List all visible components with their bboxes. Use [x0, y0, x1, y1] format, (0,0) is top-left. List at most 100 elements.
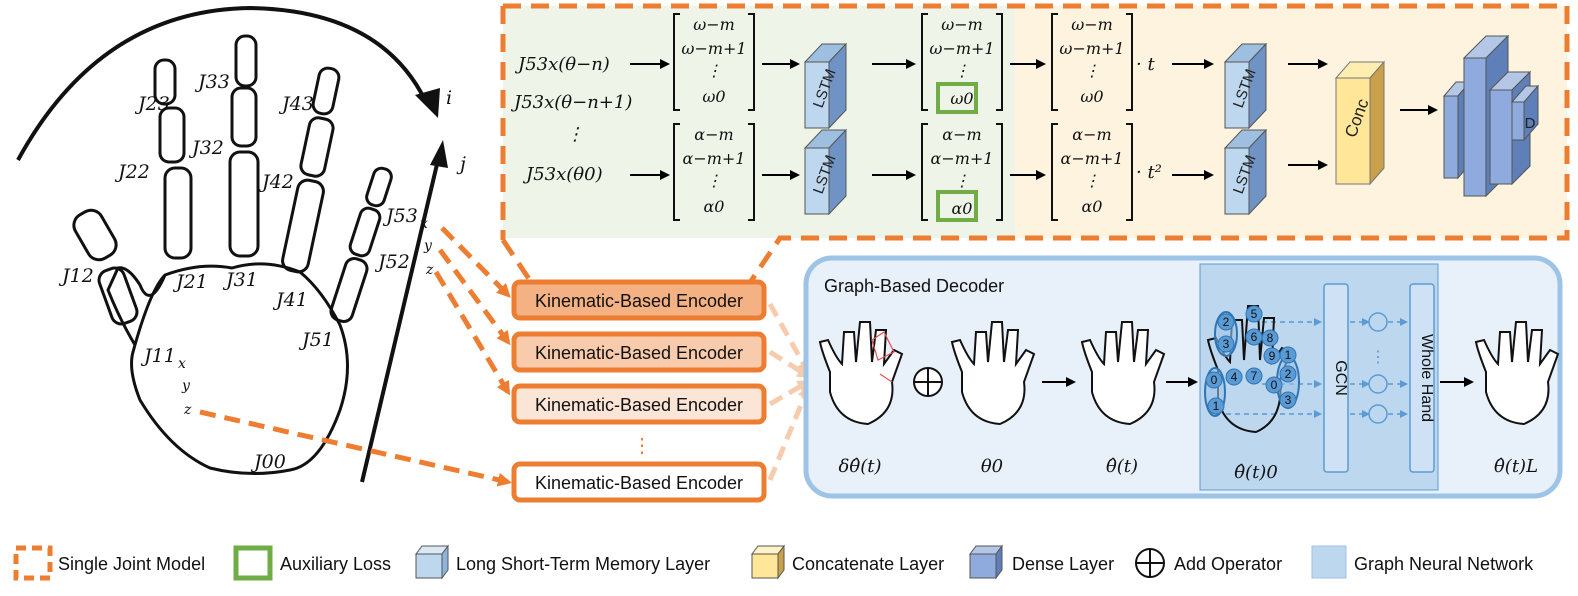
joint-label-j43: J43: [278, 93, 314, 115]
temporal-panel-bg: [503, 6, 1015, 238]
joint-label-j42: J42: [258, 171, 294, 193]
encoder-3-label: Kinematic-Based Encoder: [535, 395, 743, 415]
node-label-0: 2: [1223, 315, 1230, 329]
joint-label-j22: J22: [114, 161, 150, 183]
axis-label-y-j11: y: [181, 378, 191, 394]
joint-label-j41: J41: [272, 289, 308, 311]
alpha-3-entry-2: ⋮: [1084, 171, 1100, 190]
legend-icon-dense: [969, 544, 1003, 580]
legend-icon-lstm: [415, 544, 449, 580]
legend-icon-concatenate: [751, 544, 785, 580]
omega-2-entry-2: ⋮: [954, 61, 970, 80]
legend-label-single-joint-model: Single Joint Model: [58, 554, 205, 574]
hand-delta: [818, 321, 904, 426]
decoder-hands: [818, 305, 1560, 434]
alpha-3-entry-1: α−m+1: [1061, 149, 1124, 168]
legend-label-lstm: Long Short-Term Memory Layer: [456, 554, 710, 574]
joint-label-j23: J23: [134, 93, 170, 115]
legend-icon-single-joint-model: [13, 545, 53, 581]
concatenate-cube: Conc: [1334, 60, 1386, 186]
omega-1-entry-1: ω−m+1: [681, 39, 746, 58]
axis-label-y-j53: y: [423, 238, 433, 254]
single-joint-model-panel: [500, 3, 1570, 292]
add-operator: [913, 367, 943, 397]
omega-1-entry-2: ⋮: [706, 61, 722, 80]
dense-label: D: [1525, 115, 1536, 132]
omega-3-entry-3: ω0: [1080, 87, 1103, 106]
legend-label-add-operator: Add Operator: [1174, 554, 1282, 574]
node-label-7: 6: [1251, 330, 1258, 344]
omega-2-entry-1: ω−m+1: [929, 39, 994, 58]
input-second: J53x(θ−n+1): [510, 92, 632, 113]
omega-2-entry-3: ω0: [950, 89, 973, 108]
gcn-block: [1323, 283, 1349, 473]
node-label-10: 1: [1285, 348, 1292, 362]
gnn-nodes: [1368, 312, 1388, 424]
joint-label-j11: J11: [140, 345, 176, 367]
lstm-cube-1: LSTM: [803, 42, 848, 130]
gcn-label: GCN: [1332, 360, 1349, 396]
alpha-3-entry-0: α−m: [1072, 125, 1111, 144]
decoder-captions: δθ̂(t) θ0 θ̂(t) θ̂(t)0 θ̂(t)L: [839, 456, 1539, 483]
joint-label-j32: J32: [188, 137, 224, 159]
hand-theta0: [950, 321, 1036, 426]
encoder-dots: ⋮: [632, 435, 652, 457]
encoder-4-label: Kinematic-Based Encoder: [535, 473, 743, 493]
node-label-4: 4: [1231, 370, 1238, 384]
axis-label-j: j: [456, 153, 466, 175]
hand-sketch: [16, 5, 448, 483]
legend-icon-auxiliary-loss: [233, 545, 273, 581]
hand-theta-hat: [1080, 321, 1166, 426]
axis-label-x-j53: x: [420, 216, 428, 232]
legend: Single Joint Model Auxiliary Loss Long S…: [13, 544, 1534, 581]
vector-brackets: [673, 13, 1133, 221]
time-multipliers: · t · t²: [1136, 54, 1162, 183]
node-label-8: 8: [1267, 331, 1274, 345]
omega-1-entry-0: ω−m: [693, 15, 735, 34]
graph-joint-nodes: 2 3 0 1 4 7 5 6 8 9 1 0 2 3: [1204, 305, 1300, 417]
alpha-2-entry-2: ⋮: [954, 171, 970, 190]
alpha-2-entry-3: α0: [952, 199, 973, 218]
vector-entries: ω−m ω−m+1 ⋮ ω0 α−m α−m+1 ⋮ α0 ω−m ω−m+1 …: [681, 15, 1124, 218]
axis-label-x-j11: x: [178, 356, 186, 372]
caption-theta-hat-L: θ̂(t)L: [1494, 456, 1538, 477]
node-label-5: 7: [1251, 369, 1258, 383]
omega-3-entry-0: ω−m: [1071, 15, 1113, 34]
axis-label-z-j53: z: [425, 262, 434, 278]
omega-1-entry-3: ω0: [702, 87, 725, 106]
node-label-9: 9: [1269, 349, 1276, 363]
hand-joint-labels: J23 J33 J43 J22 J32 J42 J12 J21 J31 J41 …: [58, 71, 466, 473]
gnn-dots: ⋮: [1370, 347, 1386, 366]
omega-3-entry-1: ω−m+1: [1059, 39, 1124, 58]
alpha-1-entry-0: α−m: [694, 125, 733, 144]
joint-label-j12: J12: [58, 265, 94, 287]
decoder-title: Graph-Based Decoder: [824, 276, 1004, 296]
node-label-6: 5: [1251, 307, 1258, 321]
encoder-1-label: Kinematic-Based Encoder: [535, 291, 743, 311]
lstm-cube-3: LSTM: [1223, 42, 1268, 130]
lstm-cube-2: LSTM: [803, 128, 848, 216]
caption-theta-hat: θ̂(t): [1106, 456, 1138, 477]
alpha-1-entry-3: α0: [704, 197, 725, 216]
caption-theta0: θ0: [981, 456, 1003, 477]
omega-2-entry-0: ω−m: [941, 15, 983, 34]
joint-label-j31: J31: [222, 269, 258, 291]
alpha-2-entry-1: α−m+1: [931, 149, 994, 168]
dense-layers: D: [1442, 34, 1540, 198]
omega-3-entry-2: ⋮: [1084, 61, 1100, 80]
legend-label-dense: Dense Layer: [1012, 554, 1114, 574]
caption-theta-hat-0: θ̂(t)0: [1234, 462, 1278, 483]
node-label-11: 0: [1271, 378, 1278, 392]
joint-label-j52: J52: [374, 251, 410, 273]
axis-label-z-j11: z: [183, 402, 192, 418]
whole-hand-label: Whole Hand: [1418, 334, 1435, 422]
multiplier-t: · t: [1136, 54, 1155, 75]
auxiliary-loss-alpha: [936, 190, 978, 222]
axis-label-i: i: [446, 87, 452, 109]
lstm-cube-4: LSTM: [1223, 128, 1268, 216]
encoder-2: [511, 331, 767, 373]
input-arrows: [630, 59, 670, 180]
top-panel-arrows: [762, 59, 1438, 180]
joint-label-j00: J00: [250, 451, 286, 473]
alpha-3-entry-3: α0: [1082, 197, 1103, 216]
